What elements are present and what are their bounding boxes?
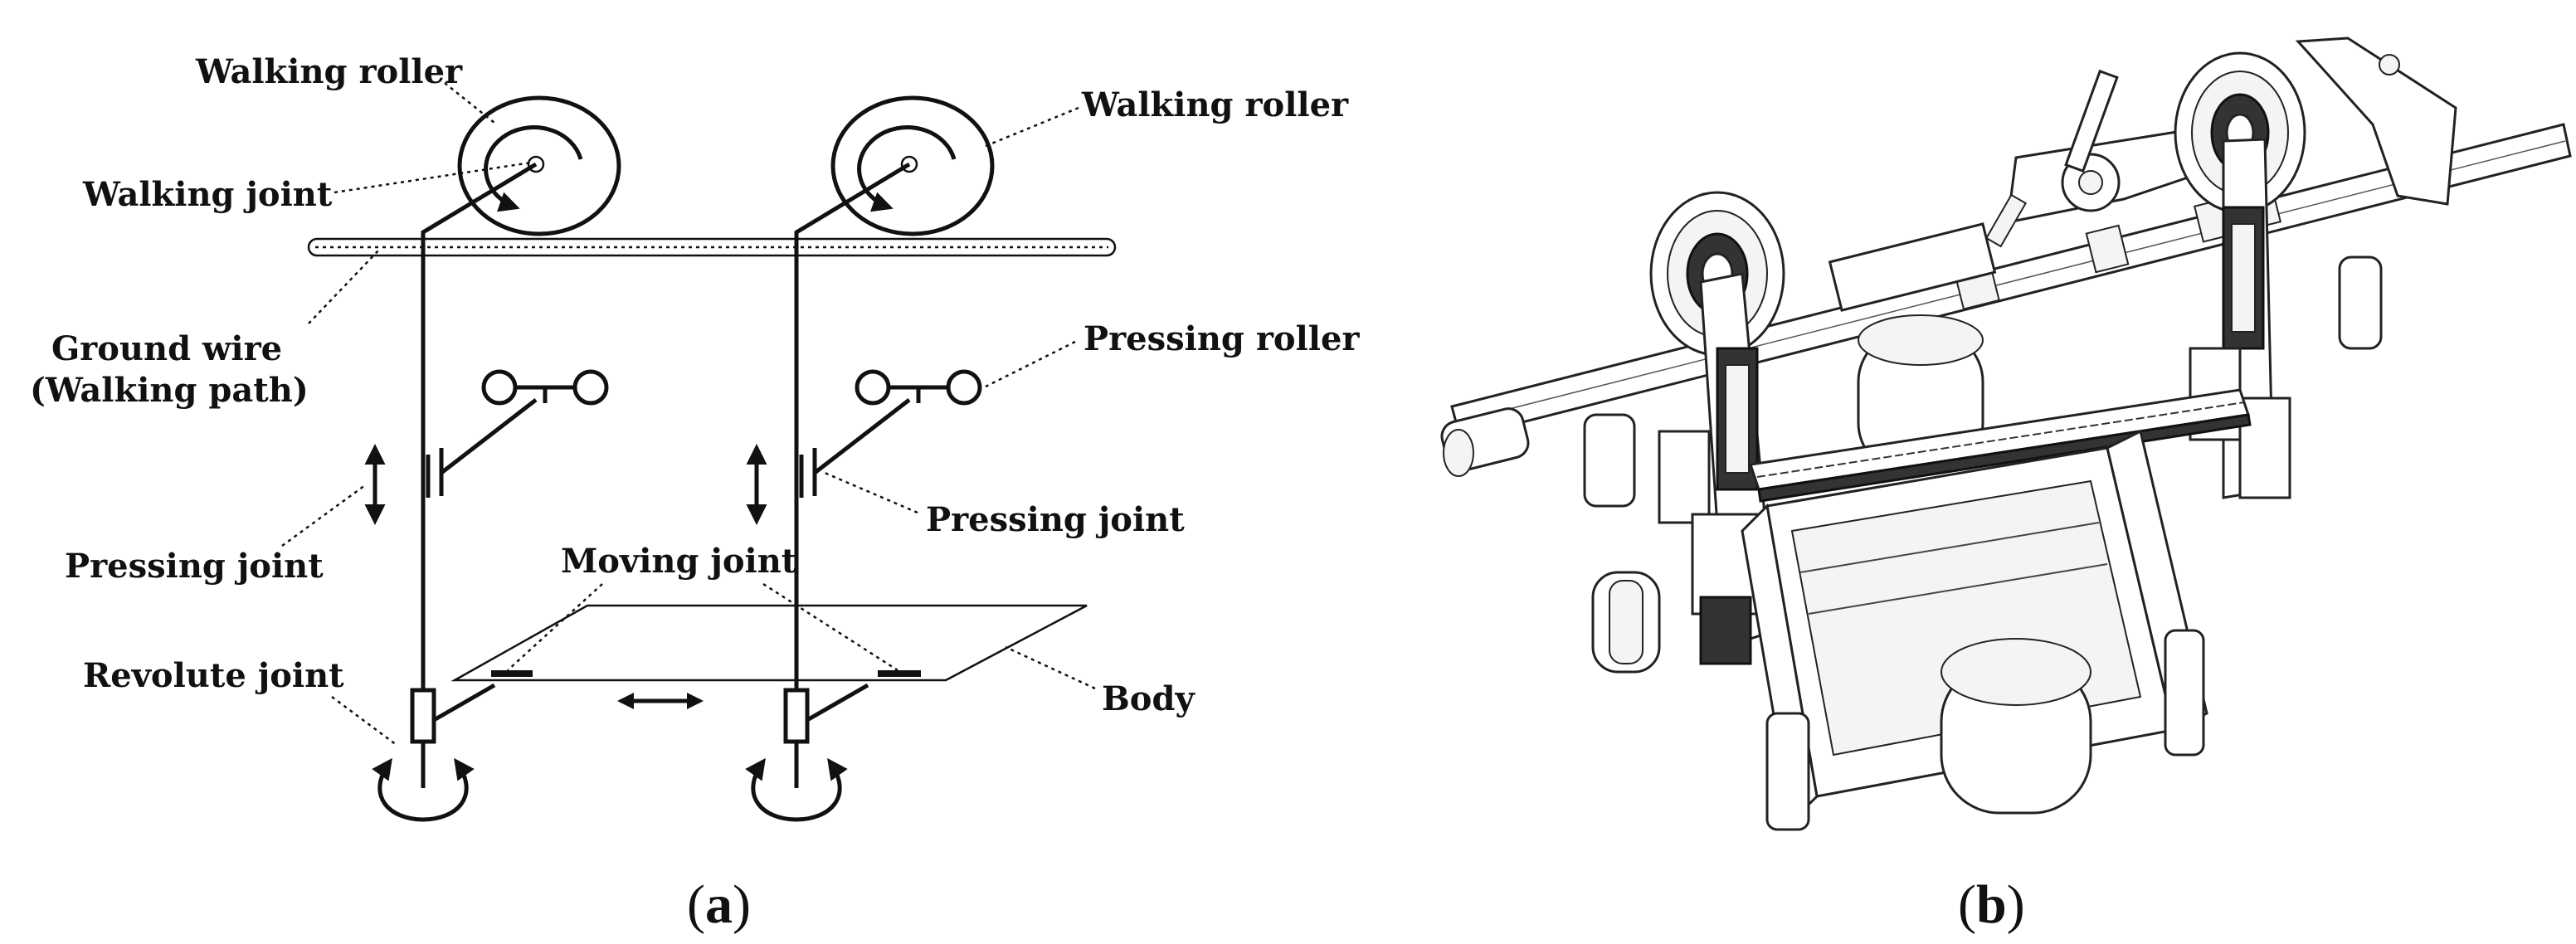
label-walking-roller-right: Walking roller xyxy=(1081,85,1349,124)
side-blocks xyxy=(1583,255,2383,674)
panel-a-schematic: Walking roller Walking joint Walking rol… xyxy=(30,52,1360,935)
label-revolute-joint: Revolute joint xyxy=(83,656,344,695)
label-pressing-roller: Pressing roller xyxy=(1083,319,1360,358)
label-ground-wire: Ground wire xyxy=(51,329,282,368)
left-arm-linkage xyxy=(364,162,609,822)
label-walking-path: (Walking path) xyxy=(30,371,309,410)
label-moving-joint: Moving joint xyxy=(561,542,797,581)
caption-a: (a) xyxy=(687,874,751,935)
front-motor xyxy=(1940,638,2092,815)
revolute-joint-right xyxy=(783,688,810,744)
ground-wire xyxy=(307,237,1117,257)
revolute-joint-left xyxy=(410,688,436,744)
walking-roller-left xyxy=(457,95,621,236)
walking-roller-right xyxy=(830,95,995,236)
rotation-arrow-right xyxy=(745,757,848,822)
leader-lines xyxy=(281,82,1096,747)
label-walking-roller-left: Walking roller xyxy=(195,52,463,91)
label-body: Body xyxy=(1102,679,1195,718)
cable-end-fitting xyxy=(1440,407,1530,477)
moving-rail xyxy=(1749,388,2252,503)
walking-roller-left-render xyxy=(1649,191,1785,357)
panel-b-robot-illustration: (b) xyxy=(1440,36,2572,935)
label-walking-joint: Walking joint xyxy=(82,175,333,214)
body-plate xyxy=(450,604,1088,709)
label-pressing-joint-left: Pressing joint xyxy=(65,547,324,586)
rotation-arrow-left xyxy=(372,757,475,822)
label-pressing-joint-right: Pressing joint xyxy=(926,500,1185,539)
pressing-roller-left xyxy=(481,369,518,406)
caption-b: (b) xyxy=(1958,874,2025,935)
right-arm-linkage xyxy=(745,162,982,822)
pressing-roller-right xyxy=(855,369,891,406)
